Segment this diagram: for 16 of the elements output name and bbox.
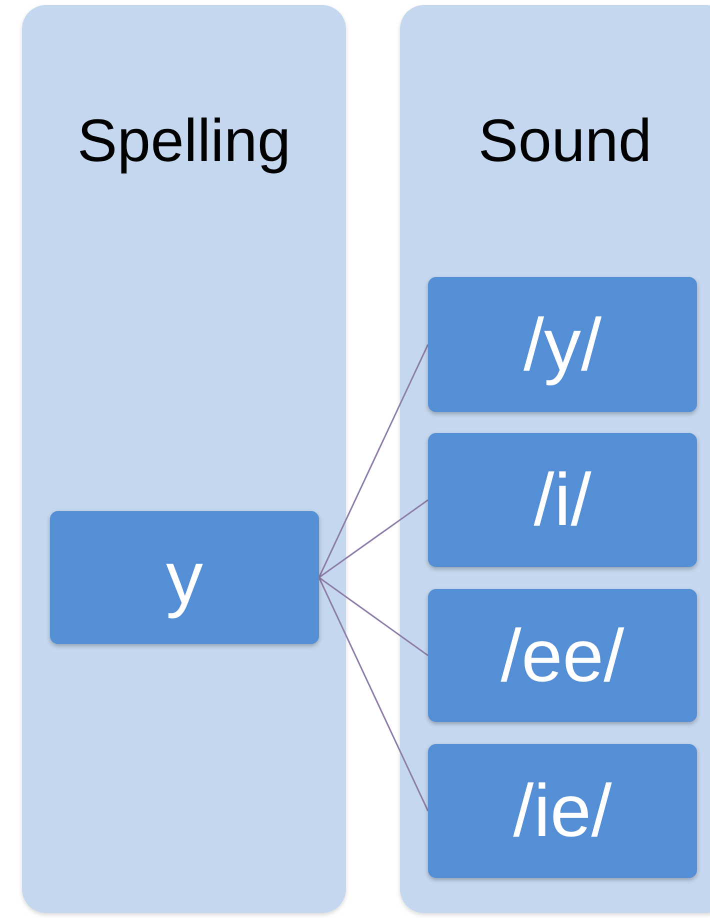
item-box [428, 433, 697, 567]
item-label: /ie/ [513, 774, 612, 848]
item-label: /ee/ [500, 618, 624, 692]
item-label: /i/ [534, 463, 592, 537]
connector-line [318, 577, 429, 812]
item-box [50, 511, 319, 644]
connector-line [318, 499, 428, 578]
connector-line [318, 344, 429, 578]
column-panel [22, 5, 346, 913]
column-panel [400, 5, 710, 913]
column-heading: Spelling [76, 106, 292, 176]
item-box [428, 589, 697, 722]
item-box [428, 277, 697, 412]
connector-line [318, 576, 428, 656]
column-heading: Sound [477, 106, 653, 176]
item-box [428, 744, 697, 878]
